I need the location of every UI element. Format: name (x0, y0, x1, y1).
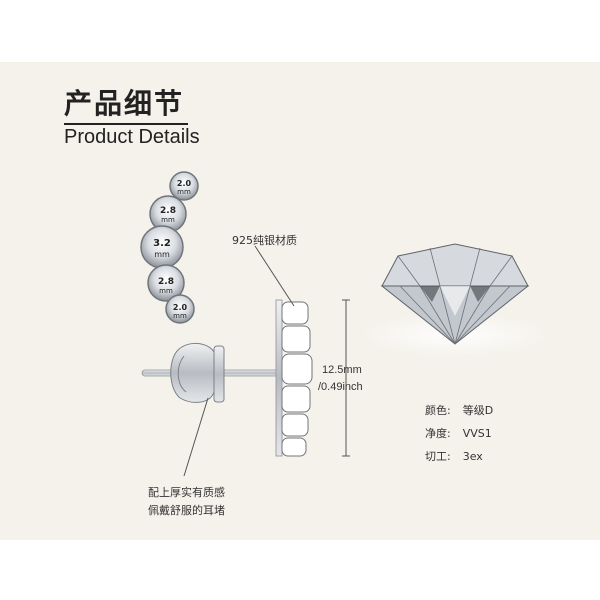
diamond-image (360, 243, 550, 357)
dimension-bracket (342, 299, 350, 457)
stone-5-size: 2.0 (173, 303, 188, 312)
backing-label-line1: 配上厚实有质感 (148, 486, 225, 499)
spec-cut-label: 切工: (425, 450, 451, 463)
spec-clarity: 净度: VVS1 (425, 425, 492, 441)
earring-front-view: 2.0 mm 2.8 mm 3.2 mm 2.8 mm 2.0 mm (140, 171, 199, 324)
title-divider (64, 123, 188, 125)
stone-1: 2.0 mm (169, 171, 199, 201)
spec-cut: 切工: 3ex (425, 448, 483, 464)
stone-2-unit: mm (161, 216, 175, 224)
spec-color-label: 颜色: (425, 404, 451, 417)
spec-clarity-value: VVS1 (462, 427, 492, 440)
stone-3: 3.2 mm (140, 225, 184, 269)
stone-3-unit: mm (154, 250, 170, 259)
dimension-imperial: /0.49inch (318, 381, 363, 393)
stone-4: 2.8 mm (147, 264, 185, 302)
stone-4-unit: mm (159, 287, 173, 295)
stone-5-unit: mm (173, 312, 187, 320)
stone-2: 2.8 mm (149, 195, 187, 233)
stone-2-size: 2.8 (160, 206, 176, 216)
title-english: Product Details (64, 126, 200, 148)
backing-callout-line (183, 397, 209, 477)
spec-cut-value: 3ex (462, 450, 483, 463)
stone-5: 2.0 mm (165, 294, 195, 324)
backing-label-line2: 佩戴舒服的耳堵 (148, 504, 225, 517)
earring-side-view (141, 299, 313, 457)
dimension-metric: 12.5mm (322, 364, 362, 376)
stone-4-size: 2.8 (158, 277, 174, 287)
spec-color-value: 等级D (462, 404, 494, 417)
material-callout-line (254, 245, 295, 307)
stone-1-unit: mm (177, 188, 191, 196)
spec-color: 颜色: 等级D (425, 402, 493, 418)
spec-clarity-label: 净度: (425, 427, 451, 440)
stone-1-size: 2.0 (177, 179, 192, 188)
material-label: 925纯银材质 (232, 234, 297, 247)
stone-3-size: 3.2 (153, 238, 171, 249)
title-chinese: 产品细节 (64, 87, 185, 120)
